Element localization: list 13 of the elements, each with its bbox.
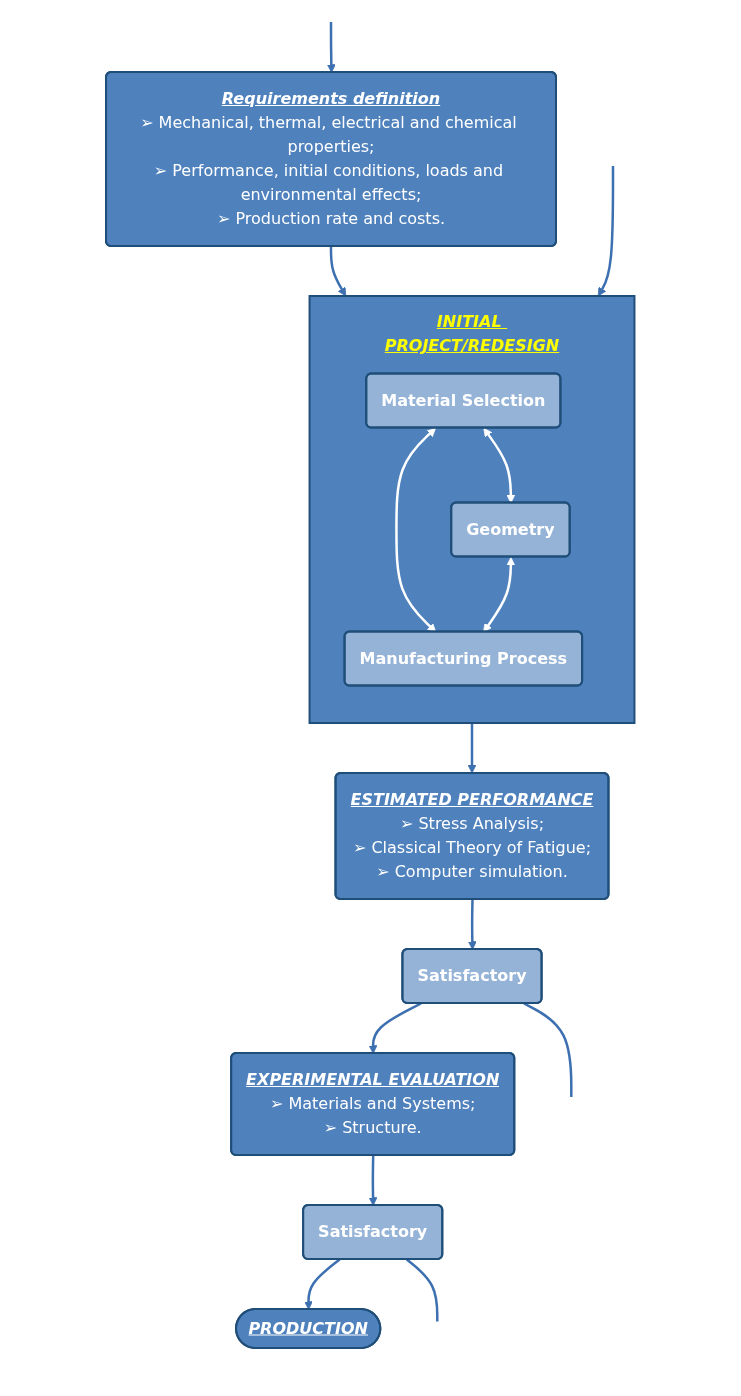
connector <box>406 1258 439 1322</box>
arrow <box>330 246 347 297</box>
arrow <box>368 1002 422 1054</box>
arrow <box>368 1155 378 1206</box>
arrow <box>327 22 336 73</box>
arrow <box>483 427 516 504</box>
connector <box>523 1002 573 1097</box>
arrow <box>598 166 615 297</box>
arrow <box>395 427 437 633</box>
arrow <box>468 899 477 950</box>
arrow <box>304 1258 341 1310</box>
arrow <box>467 723 477 774</box>
arrow <box>483 557 516 633</box>
